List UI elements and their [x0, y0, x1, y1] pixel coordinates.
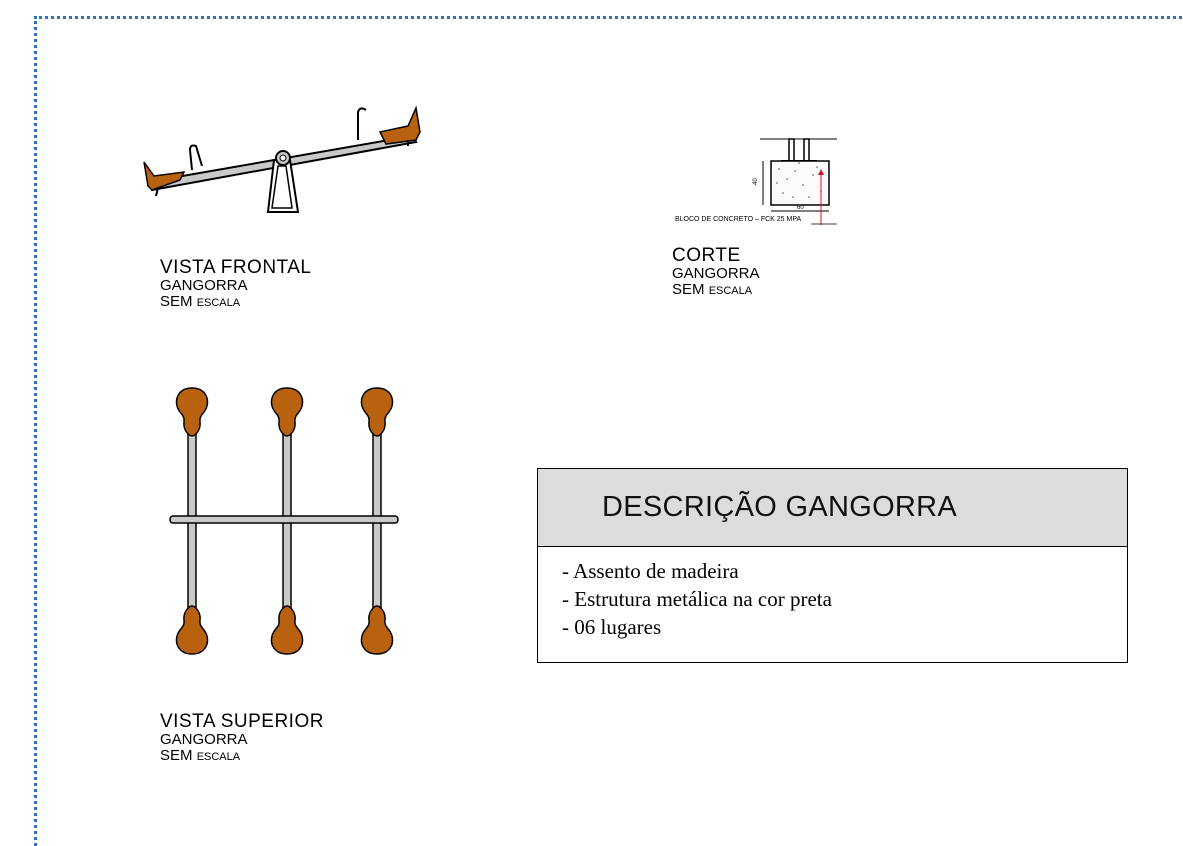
- seat-bottom-2: [270, 605, 304, 655]
- description-title: DESCRIÇÃO GANGORRA: [602, 491, 958, 523]
- seat-top-3: [360, 387, 394, 437]
- description-item-1: - Assento de madeira: [562, 559, 739, 583]
- section-drawing: 40 60 BLOCO DE CONCRETO – FCK 25 MPA: [675, 138, 837, 225]
- frontal-view-scale: SEM ESCALA: [160, 292, 241, 310]
- top-view-label: VISTA SUPERIOR GANGORRA SEM ESCALA: [160, 711, 324, 764]
- seesaw-left-seat: [143, 161, 186, 191]
- description-item-3: - 06 lugares: [562, 615, 662, 639]
- frontal-view-title: VISTA FRONTAL: [160, 257, 312, 278]
- seesaw-left-handle: [188, 144, 203, 171]
- top-view-subtitle: GANGORRA: [160, 730, 248, 748]
- seesaw-right-handle: [357, 107, 367, 140]
- section-title: CORTE: [672, 245, 741, 266]
- height-dimension: 40: [753, 178, 759, 185]
- concrete-block: [770, 160, 830, 206]
- description-box: DESCRIÇÃO GANGORRA - Assento de madeira …: [537, 468, 1128, 663]
- description-list: - Assento de madeira - Estrutura metálic…: [538, 547, 1127, 641]
- top-view-drawing: [169, 387, 399, 655]
- section-subtitle: GANGORRA: [672, 264, 760, 282]
- seat-top-2: [270, 387, 304, 437]
- top-view-title: VISTA SUPERIOR: [160, 711, 324, 732]
- description-header: DESCRIÇÃO GANGORRA: [538, 469, 1127, 547]
- section-callout: BLOCO DE CONCRETO – FCK 25 MPA: [675, 216, 801, 223]
- frontal-view-subtitle: GANGORRA: [160, 276, 248, 294]
- section-label: CORTE GANGORRA SEM ESCALA: [672, 245, 760, 298]
- section-scale: SEM ESCALA: [672, 280, 753, 298]
- width-dimension: 60: [797, 205, 804, 211]
- description-item-2: - Estrutura metálica na cor preta: [562, 587, 832, 611]
- top-view-scale: SEM ESCALA: [160, 746, 241, 764]
- seesaw-right-seat: [378, 105, 421, 145]
- sheet-frame-border: [34, 16, 1183, 846]
- seat-bottom-1: [175, 605, 209, 655]
- seat-top-1: [175, 387, 209, 437]
- frontal-view-label: VISTA FRONTAL GANGORRA SEM ESCALA: [160, 257, 312, 310]
- cross-bar: [169, 515, 399, 524]
- frontal-view-drawing: [143, 105, 421, 213]
- seat-bottom-3: [360, 605, 394, 655]
